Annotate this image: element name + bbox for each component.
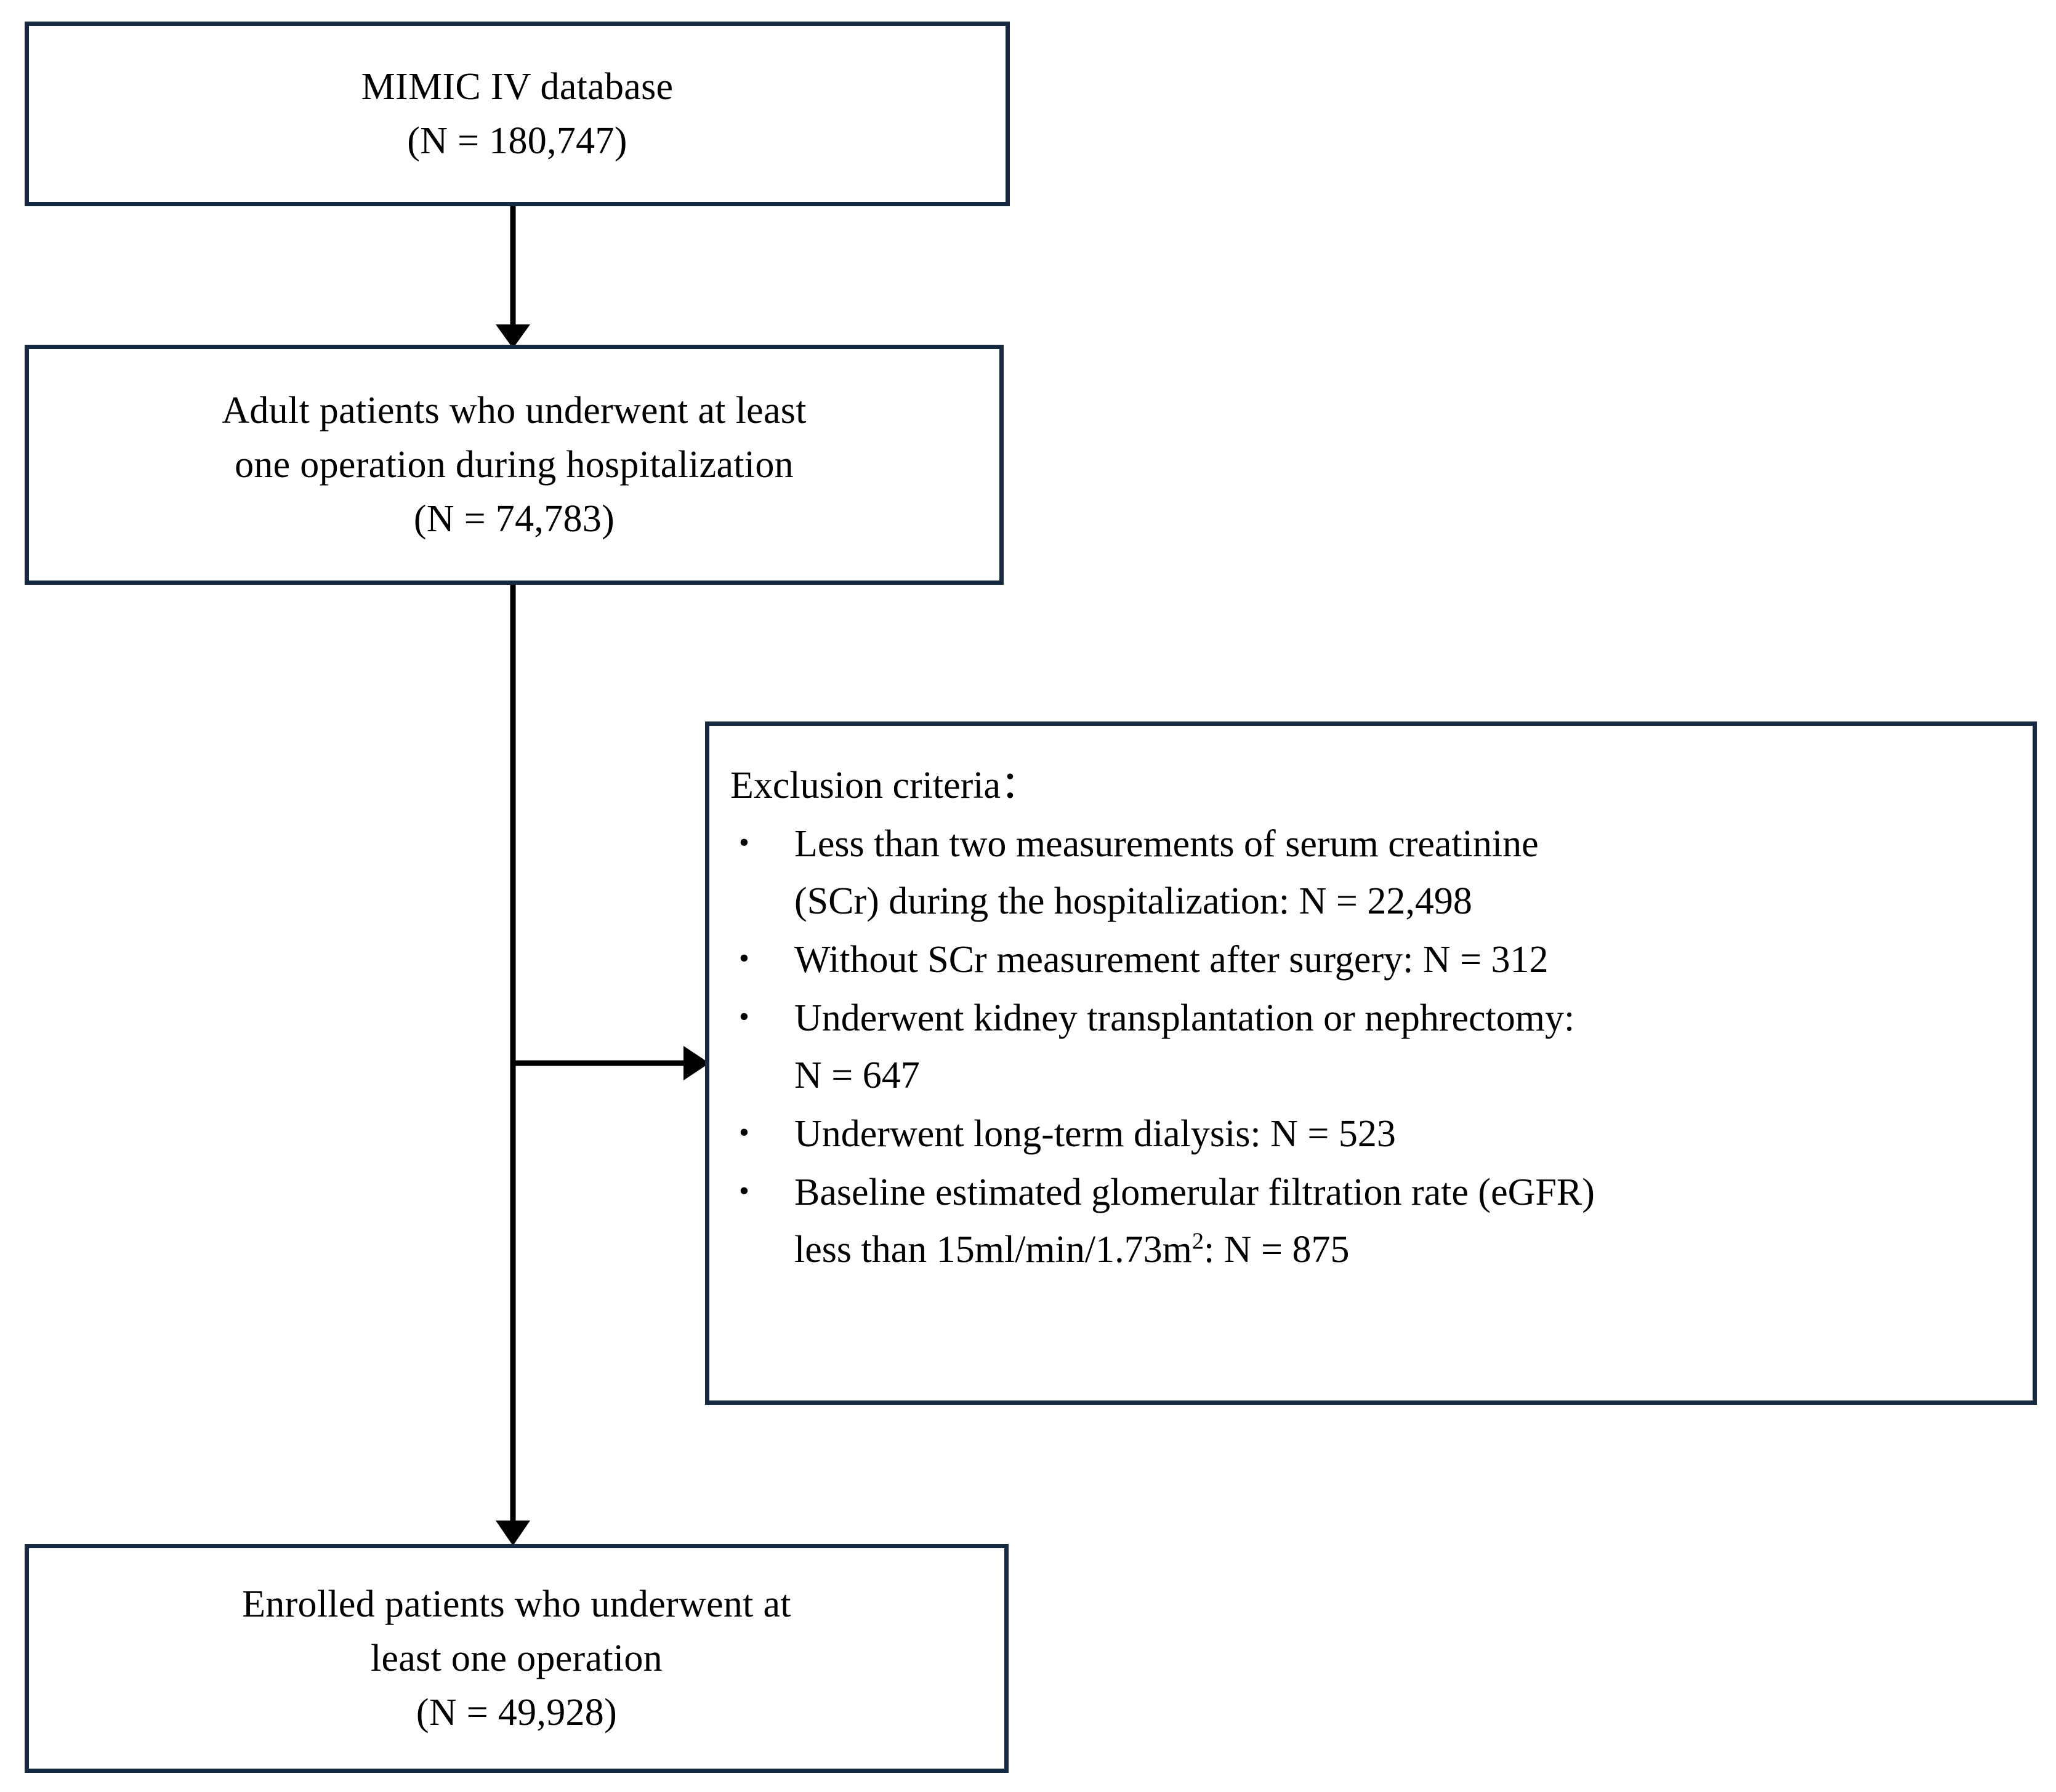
connector-source-to-adult — [496, 206, 530, 348]
node-adult-line-1: Adult patients who underwent at least — [222, 389, 807, 432]
exclusion-criteria-heading: Exclusion criteria： — [730, 765, 1039, 806]
node-source-count: (N = 180,747) — [407, 120, 627, 162]
node-adult-patients: Adult patients who underwent at least on… — [25, 345, 1004, 585]
exclusion-item: • Underwent long-term dialysis: N = 523 — [725, 1106, 2015, 1163]
bullet-icon: • — [739, 1174, 749, 1207]
exclusion-item-line: Less than two measurements of serum crea… — [794, 822, 1539, 865]
exclusion-item: • Less than two measurements of serum cr… — [725, 816, 2015, 930]
exclusion-item: • Underwent kidney transplantation or ne… — [725, 990, 2015, 1104]
exclusion-item-line: Underwent kidney transplantation or neph… — [794, 997, 1575, 1039]
exclusion-item: • Without SCr measurement after surgery:… — [725, 931, 2015, 989]
exclusion-item-line: less than 15ml/min/1.73m2: N = 875 — [794, 1228, 1350, 1271]
node-enrolled-line-2: least one operation — [371, 1637, 663, 1679]
exclusion-item-line: Underwent long-term dialysis: N = 523 — [794, 1112, 1396, 1155]
node-source-database: MIMIC IV database (N = 180,747) — [25, 22, 1010, 206]
bullet-icon: • — [739, 941, 749, 974]
connector-adult-to-enrolled — [496, 585, 530, 1546]
exclusion-item-line: Baseline estimated glomerular filtration… — [794, 1171, 1595, 1213]
connector-adult-to-exclusion — [513, 1046, 709, 1080]
node-adult-line-2: one operation during hospitalization — [235, 443, 794, 486]
exclusion-criteria-list: • Less than two measurements of serum cr… — [725, 816, 2015, 1280]
exclusion-item-line: N = 647 — [794, 1054, 920, 1096]
bullet-icon: • — [739, 1000, 749, 1033]
node-enrolled-count: (N = 49,928) — [416, 1692, 618, 1734]
node-source-line-1: MIMIC IV database — [361, 65, 674, 108]
exclusion-item: • Baseline estimated glomerular filtrati… — [725, 1164, 2015, 1279]
bullet-icon: • — [739, 1115, 749, 1149]
exclusion-item-line: (SCr) during the hospitalization: N = 22… — [794, 880, 1472, 922]
node-enrolled-patients: Enrolled patients who underwent at least… — [25, 1544, 1009, 1773]
node-exclusion-criteria: Exclusion criteria： • Less than two meas… — [705, 721, 2037, 1405]
exclusion-item-line: Without SCr measurement after surgery: N… — [794, 938, 1549, 981]
node-enrolled-line-1: Enrolled patients who underwent at — [242, 1583, 791, 1625]
node-adult-count: (N = 74,783) — [413, 498, 615, 540]
bullet-icon: • — [739, 826, 749, 859]
